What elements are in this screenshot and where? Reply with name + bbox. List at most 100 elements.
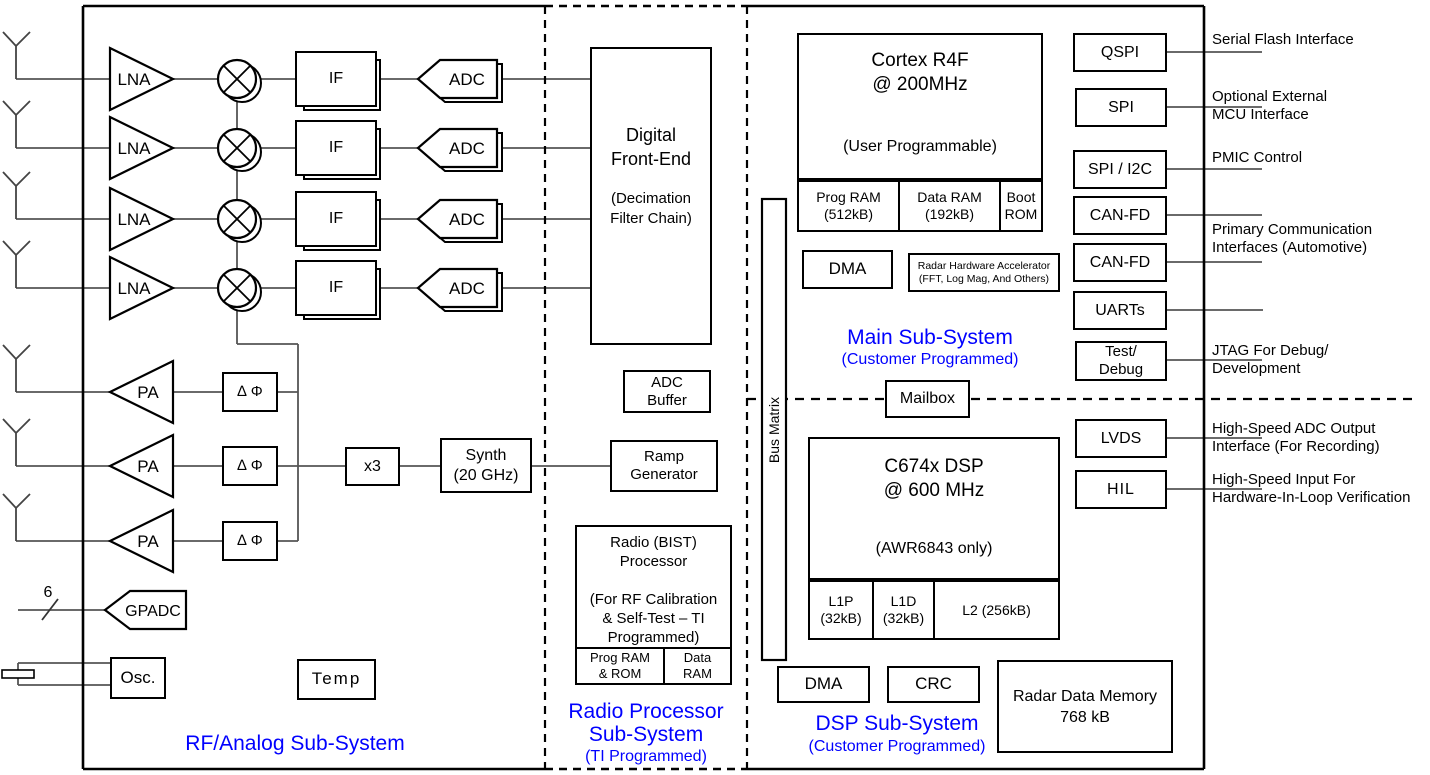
primary-comm-label: Primary Communication Interfaces (Automo… — [1212, 221, 1373, 256]
cortex-memory-row: Prog RAM (512kB) Data RAM (192kB) Boot R… — [797, 180, 1043, 232]
test-debug-label: Test/ Debug — [1098, 343, 1144, 378]
radio-data-ram-cell: Data RAM — [663, 649, 730, 683]
radio-bist-text: Radio (BIST) Processor (For RF Calibrati… — [589, 534, 718, 646]
antenna-icons — [2, 31, 31, 541]
mailbox-label: Mailbox — [899, 390, 956, 408]
spi-i2c-label: SPI / I2C — [1087, 160, 1153, 178]
temp-label: Temp — [311, 669, 362, 689]
can-fd-label: CAN-FD — [1089, 253, 1151, 271]
uarts-label: UARTs — [1095, 301, 1145, 319]
if-stage-block: IF — [295, 120, 377, 176]
spi-block: SPI — [1075, 88, 1167, 127]
shape-labels: LNA LNA LNA LNA ADC ADC ADC ADC PA PA PA… — [44, 70, 485, 620]
can-fd-block: CAN-FD — [1073, 196, 1167, 235]
uarts-block: UARTs — [1073, 291, 1167, 330]
phase-shifter-block: ∆ Φ — [222, 372, 278, 412]
qspi-label: QSPI — [1100, 43, 1140, 61]
phase-shifter-label: ∆ Φ — [237, 532, 263, 549]
l1d-cell: L1D (32kB) — [872, 582, 933, 638]
mixer-icons — [216, 58, 262, 312]
adc-buffer-block: ADC Buffer — [623, 370, 711, 413]
pa-triangles — [107, 359, 175, 574]
dma-label: DMA — [828, 259, 867, 279]
radar-accelerator-label: Radar Hardware Accelerator (FFT, Log Mag… — [917, 259, 1051, 285]
x3-label: x3 — [364, 457, 381, 475]
gpadc-label: GPADC — [125, 603, 181, 620]
radar-data-memory-label: Radar Data Memory 768 kB — [1012, 687, 1158, 726]
phase-shifter-block: ∆ Φ — [222, 446, 278, 486]
pa-label: PA — [137, 383, 159, 402]
lna-label: LNA — [117, 279, 151, 298]
adc-label: ADC — [449, 279, 485, 298]
lvds-block: LVDS — [1075, 419, 1167, 458]
phase-shifter-label: ∆ Φ — [237, 383, 263, 400]
radio-memory-row: Prog RAM & ROM Data RAM — [577, 647, 730, 683]
ramp-generator-label: Ramp Generator — [630, 448, 698, 483]
rf-subsystem-title: RF/Analog Sub-System — [185, 732, 405, 755]
lvds-label: LVDS — [1100, 429, 1142, 447]
cortex-title: Cortex R4F @ 200MHz — [871, 50, 969, 95]
chip-border — [81, 4, 1206, 771]
bus-width-label: 6 — [44, 584, 53, 601]
bus-matrix-shape — [760, 197, 788, 662]
adc-buffer-label: ADC Buffer — [647, 373, 687, 409]
dsp-memory-row: L1P (32kB) L1D (32kB) L2 (256kB) — [808, 580, 1060, 640]
oscillator-label: Osc. — [120, 667, 156, 687]
test-debug-block: Test/ Debug — [1075, 341, 1167, 381]
spi-i2c-block: SPI / I2C — [1073, 150, 1167, 189]
if-stage-block: IF — [295, 260, 377, 316]
subsystem-dividers — [543, 6, 1415, 769]
radio-bist-processor-block: Radio (BIST) Processor (For RF Calibrati… — [575, 525, 732, 685]
dsp-note: (AWR6843 only) — [875, 540, 993, 557]
jtag-label: JTAG For Debug/ Development — [1212, 342, 1329, 377]
dsp-subsystem-subtitle: (Customer Programmed) — [808, 738, 986, 755]
if-stage-block: IF — [295, 191, 377, 247]
data-ram-cell: Data RAM (192kB) — [898, 182, 999, 230]
synth-label: Synth (20 GHz) — [453, 447, 519, 484]
phase-shifter-label: ∆ Φ — [237, 457, 263, 474]
dfe-title: Digital Front-End — [610, 125, 692, 169]
crc-block: CRC — [887, 666, 980, 703]
lna-triangles — [108, 46, 176, 321]
wires — [16, 51, 1263, 686]
dsp-subsystem-title: DSP Sub-System — [815, 712, 979, 735]
if-label: IF — [328, 70, 344, 88]
if-label: IF — [328, 210, 344, 228]
mailbox-block: Mailbox — [885, 380, 970, 418]
pa-label: PA — [137, 532, 159, 551]
cortex-note: (User Programmable) — [843, 138, 997, 155]
pmic-control-label: PMIC Control — [1212, 149, 1303, 166]
digital-front-end-block: Digital Front-End (Decimation Filter Cha… — [590, 47, 712, 345]
temp-sensor-block: Temp — [297, 659, 376, 700]
adc-label: ADC — [449, 139, 485, 158]
c674x-dsp-block: C674x DSP @ 600 MHz (AWR6843 only) — [808, 437, 1060, 580]
bus-width-slash — [41, 598, 59, 621]
cortex-r4f-block: Cortex R4F @ 200MHz (User Programmable) — [797, 33, 1043, 180]
phase-shifter-block: ∆ Φ — [222, 521, 278, 561]
adc-label: ADC — [449, 210, 485, 229]
can-fd-label: CAN-FD — [1089, 206, 1151, 224]
serial-flash-label: Serial Flash Interface — [1212, 31, 1354, 48]
can-fd-block: CAN-FD — [1073, 243, 1167, 282]
boot-rom-cell: Boot ROM — [999, 182, 1041, 230]
spi-label: SPI — [1108, 98, 1134, 116]
pa-label: PA — [137, 457, 159, 476]
crystal-icon — [1, 669, 35, 679]
mcu-interface-label: Optional External MCU Interface — [1212, 88, 1328, 123]
adc-label: ADC — [449, 70, 485, 89]
radio-subsystem-title: Radio Processor Sub-System — [568, 700, 724, 746]
main-subsystem-subtitle: (Customer Programmed) — [841, 351, 1019, 368]
x3-multiplier-block: x3 — [345, 447, 400, 486]
dsp-dma-block: DMA — [777, 666, 870, 703]
hil-interface-label: High-Speed Input For Hardware-In-Loop Ve… — [1212, 471, 1411, 506]
dma-label: DMA — [804, 674, 843, 694]
lna-label: LNA — [117, 139, 151, 158]
l1p-cell: L1P (32kB) — [820, 593, 862, 626]
hil-label: HIL — [1107, 480, 1135, 498]
adc-shapes — [416, 58, 503, 312]
main-subsystem-title: Main Sub-System — [847, 326, 1013, 349]
dsp-title: C674x DSP @ 600 MHz — [883, 456, 985, 501]
if-label: IF — [328, 279, 344, 297]
radar-data-memory-block: Radar Data Memory 768 kB — [997, 660, 1173, 753]
